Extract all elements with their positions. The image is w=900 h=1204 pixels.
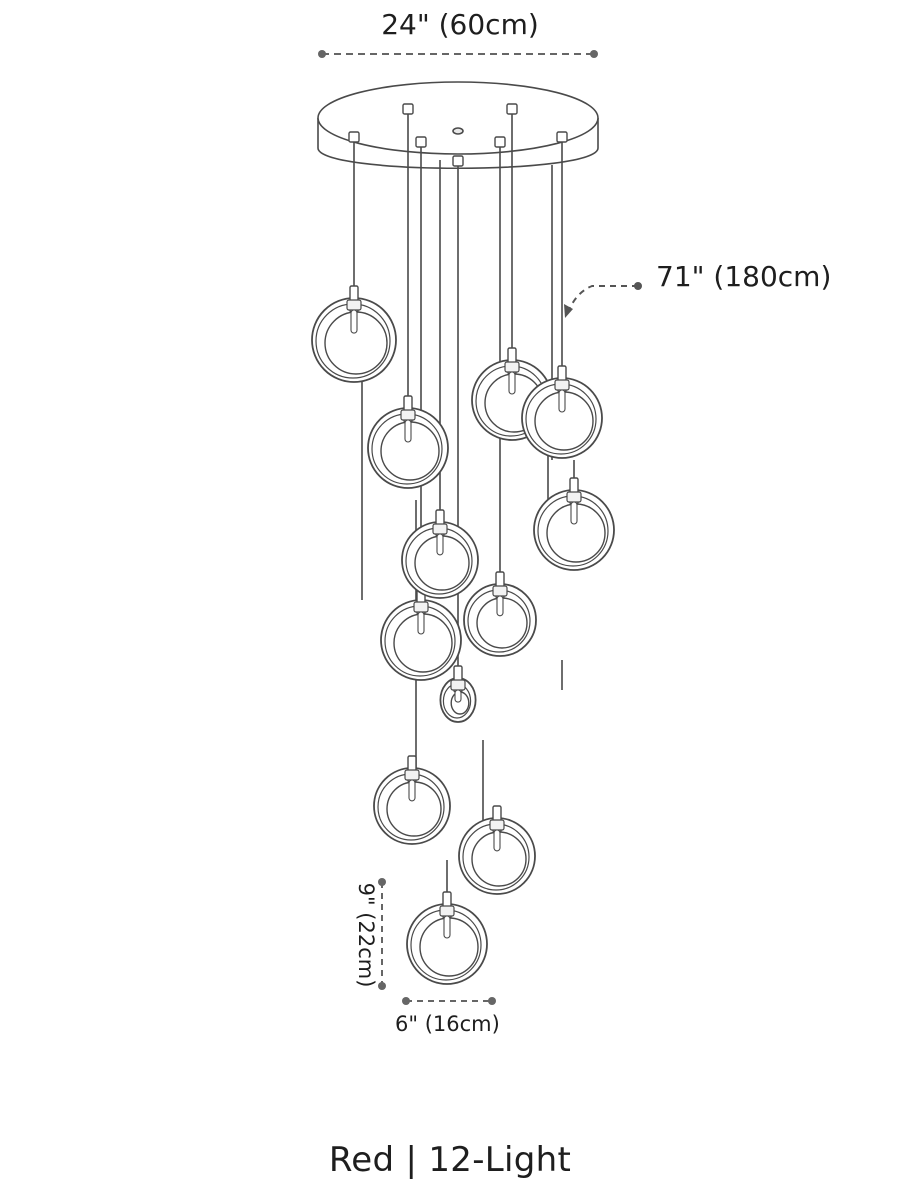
glass-pendant-shade <box>367 395 449 489</box>
cord-cap <box>415 136 427 148</box>
pendant-cords <box>348 103 575 906</box>
glass-pendant-shade <box>463 571 537 657</box>
glass-pendant-shade <box>311 285 397 383</box>
glass-pendant-shade <box>521 365 603 459</box>
cord-cap <box>494 136 506 148</box>
ceiling-canopy <box>317 81 599 169</box>
shade-height-dimension-line <box>378 878 386 990</box>
pendant-shades <box>311 285 615 985</box>
overall-drop-label: 71" (180cm) <box>656 260 832 293</box>
glass-pendant-shade <box>406 891 488 985</box>
glass-pendant-shade <box>458 805 536 895</box>
canopy-width-dimension-line <box>318 50 598 58</box>
glass-pendant-shade <box>401 509 479 599</box>
cord-cap <box>556 131 568 143</box>
glass-pendant-shade <box>380 587 462 681</box>
overall-drop-dimension-leader <box>564 282 642 318</box>
canopy-width-label: 24" (60cm) <box>381 8 539 41</box>
glass-pendant-shade <box>373 755 451 845</box>
cord-cap <box>402 103 414 115</box>
shade-width-label: 6" (16cm) <box>395 1012 500 1036</box>
product-caption: Red | 12-Light <box>328 1140 572 1180</box>
glass-pendant-shade <box>439 665 477 723</box>
cord-cap <box>452 155 464 167</box>
shade-height-label: 9" (22cm) <box>354 882 378 988</box>
cord-cap <box>506 103 518 115</box>
cord-cap <box>348 131 360 143</box>
shade-width-dimension-line <box>402 997 496 1005</box>
glass-pendant-shade <box>533 477 615 571</box>
